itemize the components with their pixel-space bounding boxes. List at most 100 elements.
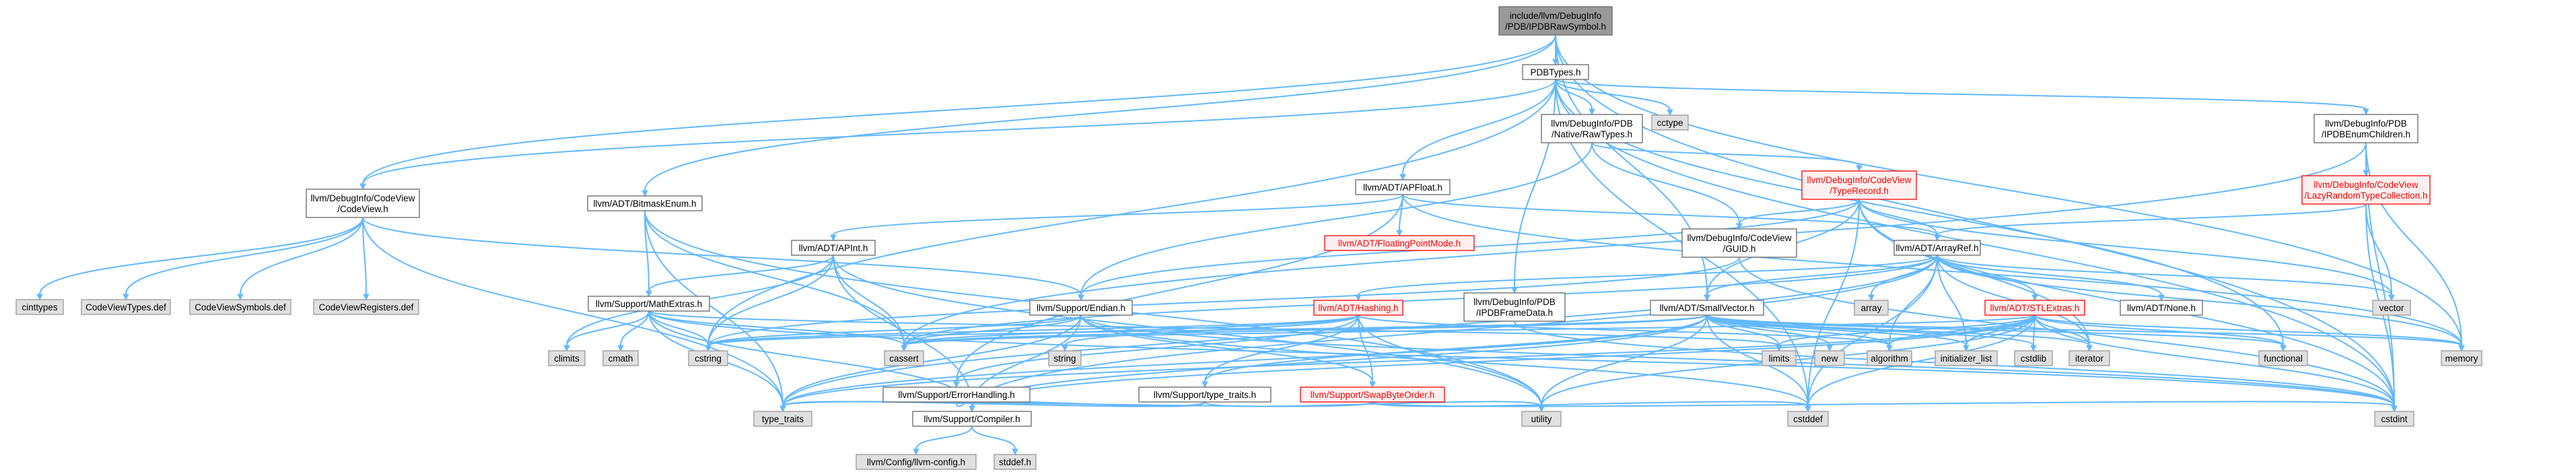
- edge-typerecord-to-cstddef: [1807, 199, 1860, 407]
- node-cinttypes: cinttypes: [15, 299, 64, 315]
- node-pdbtypes[interactable]: PDBTypes.h: [1522, 64, 1589, 80]
- node-label: utility: [1531, 414, 1552, 424]
- edge-arrowhead: [359, 183, 366, 191]
- node-smallvector[interactable]: llvm/ADT/SmallVector.h: [1650, 300, 1764, 316]
- node-root[interactable]: include/llvm/DebugInfo/PDB/IPDBRawSymbol…: [1498, 6, 1613, 36]
- edge-arrowhead: [1355, 294, 1362, 302]
- edge-arrowhead: [1667, 109, 1673, 116]
- edge-smallvector-to-memory: [1706, 314, 2462, 346]
- node-floatingpointmode[interactable]: llvm/ADT/FloatingPointMode.h: [1324, 235, 1475, 251]
- node-box: [1650, 300, 1764, 316]
- edge-smallvector-to-cstddef: [1706, 314, 1809, 407]
- edge-arrowhead: [1589, 108, 1595, 116]
- edge-stlextras-to-type_traits: [782, 314, 2035, 407]
- node-none[interactable]: llvm/ADT/None.h: [2120, 300, 2203, 316]
- edge-arrowhead: [2086, 345, 2093, 352]
- node-compiler[interactable]: llvm/Support/Compiler.h: [912, 411, 1032, 427]
- node-array: array: [1854, 300, 1889, 316]
- node-label: cstdlib: [2021, 353, 2046, 364]
- edge-arrowhead: [1934, 234, 1941, 242]
- edge-mathextras-to-limits: [648, 310, 1780, 346]
- dependency-nodes: include/llvm/DebugInfo/PDB/IPDBRawSymbol…: [15, 6, 2482, 470]
- edge-ipdbenumchildren-to-cassert: [903, 142, 2367, 346]
- node-typetraits_h[interactable]: llvm/Support/type_traits.h: [1138, 386, 1272, 403]
- node-label: llvm/DebugInfo/PDB: [1551, 119, 1633, 129]
- edge-lazyrandom-to-vector: [2365, 203, 2392, 296]
- edge-root-to-memory: [1555, 34, 2462, 346]
- node-label: CodeViewRegisters.def: [319, 302, 414, 312]
- node-box: [1651, 114, 1689, 131]
- node-cassert: cassert: [884, 350, 924, 366]
- edge-root-to-bitmaskenum: [644, 34, 1556, 191]
- edge-arrowhead: [1826, 345, 1833, 352]
- node-cctype: cctype: [1651, 114, 1689, 131]
- edge-arrowhead: [1511, 287, 1518, 294]
- node-swapbyteorder[interactable]: llvm/Support/SwapByteOrder.h: [1300, 386, 1445, 403]
- node-stlextras[interactable]: llvm/ADT/STLExtras.h: [1984, 300, 2085, 316]
- node-codeview[interactable]: llvm/DebugInfo/CodeView/CodeView.h: [306, 189, 420, 218]
- node-box: [2313, 114, 2418, 143]
- node-label: llvm/Support/ErrorHandling.h: [898, 390, 1014, 400]
- node-lazyrandom[interactable]: llvm/DebugInfo/CodeView/LazyRandomTypeCo…: [2301, 175, 2431, 205]
- node-arrayref[interactable]: llvm/ADT/ArrayRef.h: [1893, 240, 1981, 256]
- node-box: [1048, 350, 1082, 366]
- edge-apint-to-cstring: [707, 255, 834, 346]
- node-box: [753, 411, 812, 427]
- node-label: climits: [554, 353, 580, 364]
- node-box: [1893, 240, 1981, 256]
- node-label: llvm/ADT/FloatingPointMode.h: [1338, 238, 1461, 248]
- edge-arrowhead: [779, 405, 786, 413]
- edge-arrowhead: [2388, 294, 2395, 302]
- edge-stlextras-to-limits: [1778, 314, 2035, 346]
- edge-arrowhead: [705, 345, 711, 352]
- node-box: [1522, 64, 1589, 80]
- edge-arrowhead: [969, 405, 975, 413]
- node-box: [2258, 350, 2308, 366]
- node-guid[interactable]: llvm/DebugInfo/CodeView/GUID.h: [1681, 228, 1797, 258]
- node-label: CodeViewSymbols.def: [195, 302, 286, 312]
- node-mathextras[interactable]: llvm/Support/MathExtras.h: [588, 296, 710, 312]
- node-ipdbenumchildren[interactable]: llvm/DebugInfo/PDB/IPDBEnumChildren.h: [2313, 114, 2418, 143]
- node-bitmaskenum[interactable]: llvm/ADT/BitmaskEnum.h: [587, 195, 703, 211]
- edge-endian-to-cstring: [707, 314, 1082, 346]
- node-vector: vector: [2372, 300, 2411, 316]
- node-apint[interactable]: llvm/ADT/APInt.h: [791, 240, 876, 256]
- edge-arrowhead: [2030, 345, 2037, 352]
- node-label: llvm/Support/MathExtras.h: [596, 299, 702, 309]
- edge-root-to-codeview: [362, 34, 1556, 184]
- node-label: cassert: [889, 353, 919, 364]
- node-box: [1029, 300, 1133, 316]
- node-endian[interactable]: llvm/Support/Endian.h: [1029, 300, 1133, 316]
- edge-arrayref-to-initializer_list: [1937, 255, 1967, 346]
- node-box: [688, 350, 728, 366]
- edge-pdbtypes-to-apfloat: [1402, 79, 1556, 175]
- edge-mathextras-to-climits: [566, 310, 650, 346]
- node-label: CodeViewTypes.def: [85, 302, 166, 312]
- node-box: [588, 296, 710, 312]
- node-box: [2374, 411, 2414, 427]
- edge-arrowhead: [1963, 345, 1970, 352]
- node-typerecord[interactable]: llvm/DebugInfo/CodeView/TypeRecord.h: [1801, 170, 1917, 200]
- node-box: [602, 350, 639, 366]
- node-box: [15, 299, 64, 315]
- node-apfloat[interactable]: llvm/ADT/APFloat.h: [1355, 179, 1451, 195]
- node-pdbframedata[interactable]: llvm/DebugInfo/PDB/IPDBFrameData.h: [1463, 292, 1566, 322]
- edge-codeview-to-type_traits: [362, 217, 784, 407]
- edge-arrowhead: [901, 345, 907, 352]
- edge-arrowhead: [1736, 223, 1743, 230]
- dependency-edges: [36, 34, 2465, 456]
- node-box: [81, 299, 171, 315]
- node-box: [791, 240, 876, 256]
- node-errorhandling[interactable]: llvm/Support/ErrorHandling.h: [882, 386, 1031, 403]
- edge-stlextras-to-functional: [2034, 314, 2284, 346]
- edge-hashing-to-algorithm: [1358, 314, 1890, 346]
- node-hashing[interactable]: llvm/ADT/Hashing.h: [1313, 300, 1403, 316]
- edge-stlextras-to-iterator: [2034, 314, 2090, 346]
- node-box: [2014, 350, 2053, 366]
- node-nativerawtypes[interactable]: llvm/DebugInfo/PDB/Native/RawTypes.h: [1541, 114, 1643, 143]
- edge-stlextras-to-compiler: [971, 314, 2035, 407]
- edge-apfloat-to-memory: [1402, 194, 2462, 346]
- edge-arrayref-to-smallvector: [1706, 255, 1938, 296]
- edge-arrayref-to-cassert: [903, 255, 1938, 346]
